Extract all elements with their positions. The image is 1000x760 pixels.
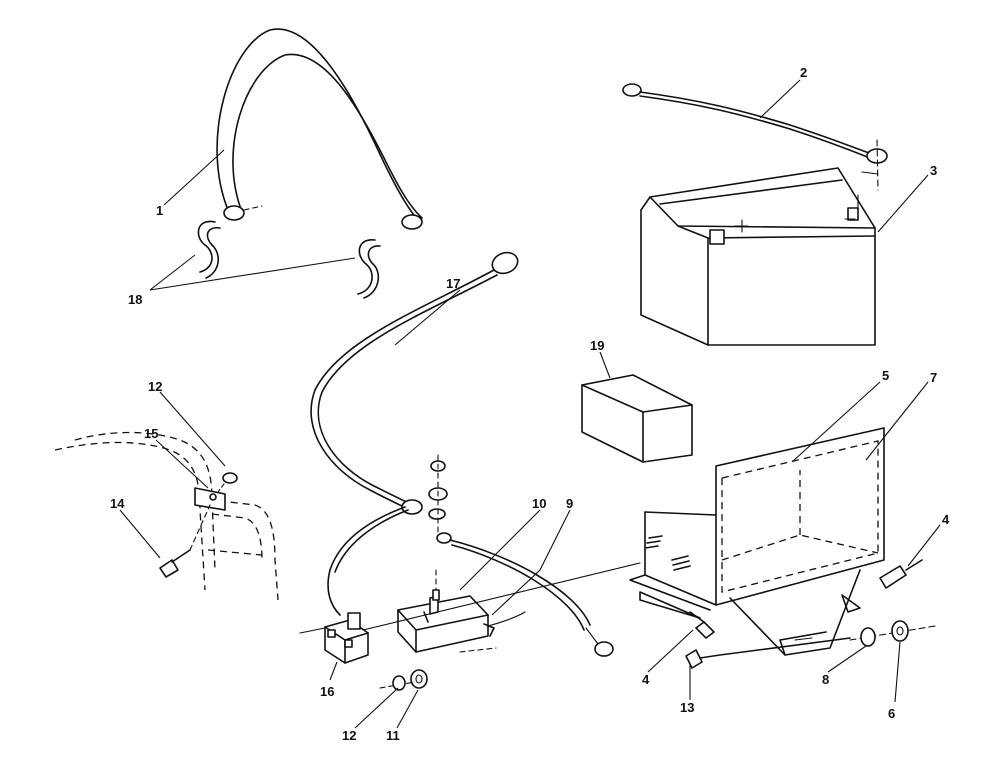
lower-washers <box>392 669 428 691</box>
callout-16: 16 <box>320 684 334 699</box>
s-hooks <box>197 220 381 299</box>
frame-fasteners <box>159 472 238 578</box>
battery-box <box>629 427 885 656</box>
callout-8: 8 <box>822 672 829 687</box>
box-studs <box>644 535 691 571</box>
callout-3: 3 <box>930 163 937 178</box>
callout-12-lower: 12 <box>342 728 356 743</box>
callout-15: 15 <box>144 426 158 441</box>
battery <box>640 167 876 346</box>
leader-lines <box>119 79 941 729</box>
switch-block <box>299 612 369 664</box>
callout-4-lower: 4 <box>642 672 650 687</box>
terminal-hardware <box>428 454 448 541</box>
callout-2: 2 <box>800 65 807 80</box>
ground-lead <box>436 532 614 657</box>
bolt-13 <box>685 637 851 669</box>
callout-11: 11 <box>386 728 400 743</box>
callout-9: 9 <box>566 496 573 511</box>
battery-pad-block <box>581 374 693 463</box>
positive-cable <box>310 251 519 515</box>
callout-labels: 1 2 3 4 4 5 6 7 8 9 10 11 12 12 13 14 15… <box>110 65 950 743</box>
callout-1: 1 <box>156 203 163 218</box>
callout-13: 13 <box>680 700 694 715</box>
frame-section <box>54 431 279 601</box>
switch-lead <box>327 506 409 616</box>
callout-5: 5 <box>882 368 889 383</box>
washer-and-nut <box>849 620 936 647</box>
callout-18: 18 <box>128 292 142 307</box>
callout-10: 10 <box>532 496 546 511</box>
callout-7: 7 <box>930 370 937 385</box>
callout-14: 14 <box>110 496 125 511</box>
callout-4-upper: 4 <box>942 512 950 527</box>
ground-cable <box>622 83 888 191</box>
battery-strap <box>216 28 423 230</box>
callout-17: 17 <box>446 276 460 291</box>
callout-19: 19 <box>590 338 604 353</box>
callout-12-upper: 12 <box>148 379 162 394</box>
bolt-lower <box>689 611 715 639</box>
callout-6: 6 <box>888 706 895 721</box>
bolt-upper <box>879 559 923 589</box>
relay-module <box>397 569 526 653</box>
